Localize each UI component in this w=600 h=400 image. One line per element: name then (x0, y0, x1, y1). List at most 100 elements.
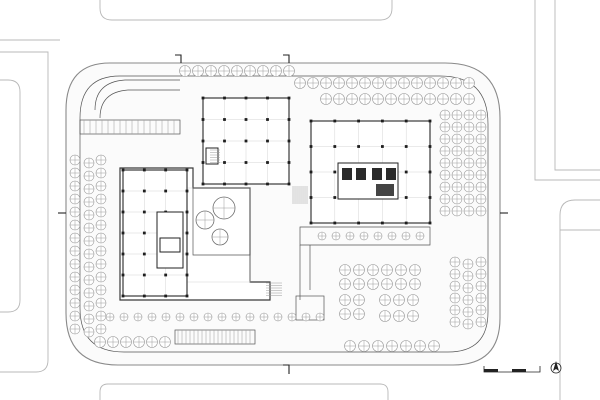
tree-icon (83, 235, 95, 247)
courtyard-trees (195, 196, 236, 246)
column (121, 231, 125, 235)
column (121, 252, 125, 256)
column (142, 252, 146, 256)
column (244, 139, 248, 143)
tree-icon (83, 196, 95, 208)
tree-icon (95, 284, 107, 296)
tree-icon (69, 245, 81, 257)
tree-icon (83, 248, 95, 260)
tree-icon (218, 65, 230, 77)
tree-icon (463, 205, 475, 217)
tree-icon (217, 312, 227, 322)
tree-icon (451, 109, 463, 121)
column (333, 170, 337, 174)
column (287, 118, 291, 121)
tree-icon (107, 336, 119, 348)
column (381, 145, 384, 148)
tree-icon (175, 312, 185, 322)
column (404, 119, 408, 123)
tree-icon (95, 219, 107, 231)
parking-rows (79, 79, 181, 135)
tree-icon (133, 312, 143, 322)
tree-icon (333, 93, 345, 105)
corridor (295, 226, 431, 321)
tree-icon (95, 258, 107, 270)
tree-icon (449, 280, 461, 292)
south-path (174, 329, 256, 345)
tree-icon (439, 145, 451, 157)
tree-icon (346, 93, 358, 105)
column (142, 210, 146, 214)
tree-icon (83, 274, 95, 286)
column (121, 294, 125, 298)
column (287, 182, 291, 186)
column (309, 119, 313, 123)
tree-icon (259, 312, 269, 322)
tree-icon (463, 121, 475, 133)
tree-icon (83, 183, 95, 195)
tree-icon (385, 77, 397, 89)
column (357, 119, 360, 123)
tree-icon (95, 167, 107, 179)
column (309, 145, 313, 148)
tree-icon (372, 340, 384, 352)
tree-icon (463, 77, 475, 89)
tree-icon (411, 77, 423, 89)
tree-icon (475, 133, 487, 145)
tree-icon (379, 294, 391, 306)
tree-icon (475, 268, 487, 280)
tree-icon (463, 157, 475, 169)
tree-icon (449, 268, 461, 280)
tree-icon (339, 308, 351, 320)
tree-icon (414, 340, 426, 352)
column (201, 96, 205, 100)
tree-icon (462, 258, 474, 270)
column (201, 182, 205, 186)
tree-icon (475, 304, 487, 316)
tree-icon (161, 312, 171, 322)
column (223, 161, 226, 164)
tree-icon (69, 167, 81, 179)
tree-icon (462, 282, 474, 294)
tree-icon (244, 65, 256, 77)
tree-icon (83, 209, 95, 221)
tree-icon (439, 133, 451, 145)
tree-icon (189, 312, 199, 322)
column (185, 273, 189, 277)
column (223, 118, 226, 121)
tree-icon (439, 157, 451, 169)
column (223, 96, 226, 100)
tree-icon (339, 294, 351, 306)
tree-icon (379, 310, 391, 322)
tree-icon (301, 312, 311, 322)
tree-icon (294, 77, 306, 89)
tree-icon (283, 65, 295, 77)
tree-icon (463, 169, 475, 181)
tree-icon (95, 180, 107, 192)
tree-icon (353, 278, 365, 290)
tree-icon (69, 206, 81, 218)
column (244, 96, 248, 100)
column (142, 294, 146, 298)
tree-icon (95, 323, 107, 335)
tree-icon (287, 312, 297, 322)
tree-icon (120, 336, 132, 348)
tree-icon (95, 245, 107, 257)
column (164, 294, 168, 298)
tree-icon (345, 231, 355, 241)
tree-icon (83, 300, 95, 312)
tree-icon (317, 231, 327, 241)
tree-icon (315, 312, 325, 322)
tree-icon (398, 93, 410, 105)
tree-icon (83, 222, 95, 234)
tree-icon (411, 93, 423, 105)
column (428, 221, 432, 225)
tree-icon (257, 65, 269, 77)
column (185, 231, 189, 235)
tree-icon (381, 278, 393, 290)
column (142, 189, 146, 193)
tree-icon (245, 312, 255, 322)
tree-icon (475, 205, 487, 217)
tree-icon (69, 193, 81, 205)
